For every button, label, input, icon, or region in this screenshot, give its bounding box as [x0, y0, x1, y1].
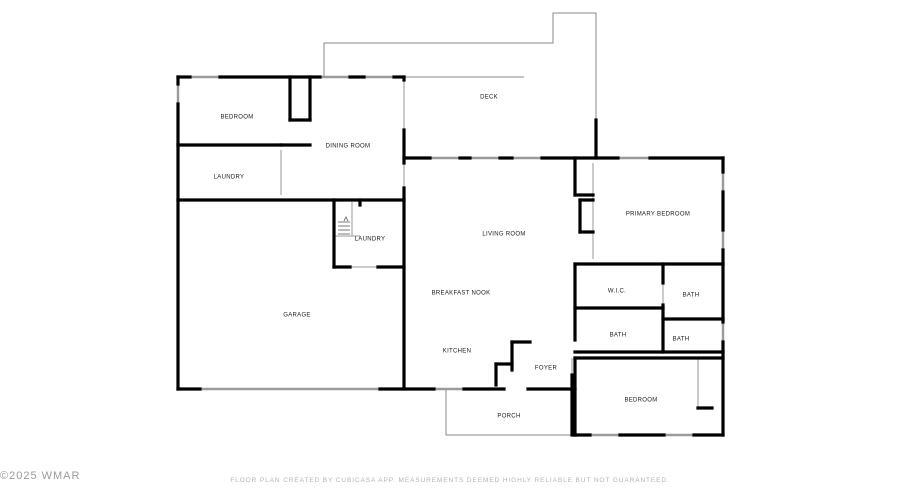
room-label-bath-upper: BATH [683, 293, 700, 299]
room-label-bath-middle: BATH [610, 333, 627, 339]
stairs-icon [338, 216, 350, 235]
thin-partitions [280, 80, 699, 408]
room-label-garage: GARAGE [283, 313, 310, 319]
watermark: ©2025 WMAR [0, 470, 81, 482]
deck-outline [323, 12, 597, 120]
room-label-bath-right: BATH [673, 337, 690, 343]
room-label-bedroom-lower: BEDROOM [624, 398, 657, 404]
room-label-kitchen: KITCHEN [443, 349, 471, 355]
porch-outline [445, 389, 572, 436]
room-label-porch: PORCH [497, 414, 520, 420]
room-label-bedroom-upper: BEDROOM [220, 115, 253, 121]
floor-plan-disclaimer: FLOOR PLAN CREATED BY CUBICASA APP. MEAS… [230, 477, 670, 484]
room-labels: BEDROOM DINING ROOM DECK LAUNDRY LAUNDRY… [214, 95, 700, 420]
windows [176, 75, 725, 437]
room-label-laundry-left: LAUNDRY [214, 175, 245, 181]
room-label-living-room: LIVING ROOM [482, 232, 525, 238]
room-label-breakfast-nook: BREAKFAST NOOK [432, 291, 491, 297]
room-label-dining-room: DINING ROOM [326, 144, 371, 150]
room-label-primary-bedroom: PRIMARY BEDROOM [626, 212, 690, 218]
room-label-foyer: FOYER [535, 366, 558, 372]
room-label-deck: DECK [480, 95, 498, 101]
walls [176, 75, 725, 437]
room-label-laundry-small: LAUNDRY [355, 237, 386, 243]
room-label-wic: W.I.C. [608, 289, 626, 295]
